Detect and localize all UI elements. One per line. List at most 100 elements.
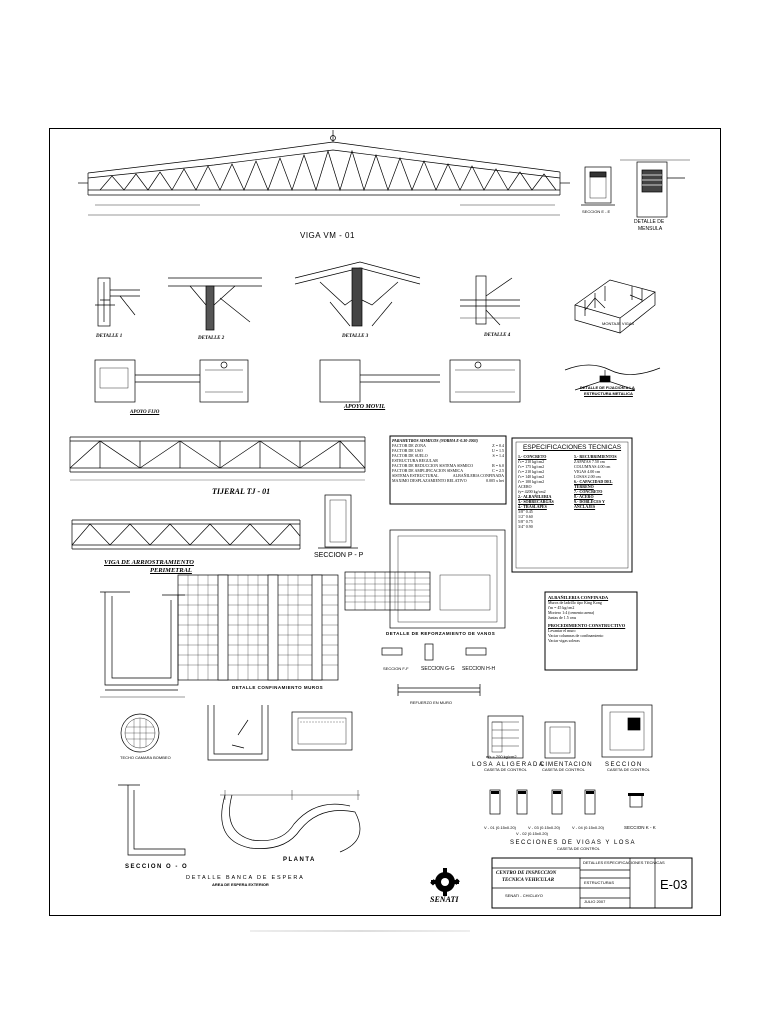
parametro-row: MAXIMO DESPLAZAMIENTO RELATIVO 0.005 x he… xyxy=(392,478,504,483)
especificacion-item: f'c= 175 kg/cm2 xyxy=(518,464,545,469)
label-secciones-caseta: CASETA DE CONTROL xyxy=(557,846,600,851)
label-seccion-pp: SECCION P - P xyxy=(314,552,364,559)
especificacion-item: 3.- SOBRECARGAS xyxy=(518,499,554,504)
albanileria-line: Juntas de 1.5 cms xyxy=(548,615,577,620)
especificacion-item: 1.- CONCRETO xyxy=(518,454,547,459)
albanileria-confinada: ALBAÑILERIA CONFINADA Muros de ladrillo … xyxy=(548,595,634,643)
parametros-title: PARAMETROS SISMICOS (NORMA E-0.30-2003) xyxy=(392,438,478,443)
detalle-2 xyxy=(168,277,262,331)
parametro-name: FACTOR DE REDUCCION SISTEMA SISMICO xyxy=(392,463,474,468)
montaje-vigas xyxy=(574,279,656,334)
label-seccion-gg: SECCION G-G xyxy=(421,666,455,672)
parametro-value: S = 1.4 xyxy=(492,453,504,458)
parametro-name: FACTOR DE ZONA xyxy=(392,443,426,448)
label-detalle-2: DETALLE 2 xyxy=(198,336,225,341)
losa-aligerada xyxy=(487,715,524,759)
reforzamiento-vanos xyxy=(344,529,506,629)
label-seccion-ff: SECCION F-F xyxy=(383,666,409,671)
apoyo-fijo xyxy=(94,359,249,403)
label-v03: V - 03 (0.15x0.20) xyxy=(528,825,561,830)
parametro-name: FACTOR DE AMPLIFICACION SISMICA xyxy=(392,468,464,473)
parametro-value: 0.005 x hei xyxy=(486,478,504,483)
label-apoyo-fijo: APOYO FIJO xyxy=(130,410,160,415)
parametros-sismicos: PARAMETROS SISMICOS (NORMA E-0.30-2003) … xyxy=(392,438,504,483)
title-especialidad: ESTRUCTURAS xyxy=(584,880,615,885)
label-detalle-3: DETALLE 3 xyxy=(342,334,369,339)
cimentacion xyxy=(544,721,576,759)
planta-banca xyxy=(220,790,361,853)
especificacion-item: f'c= 210 kg/cm2 xyxy=(518,469,545,474)
label-montaje-vigas: MONTAJE VIGAS xyxy=(602,321,635,326)
especificacion-item: COLUMNAS 4.00 cm xyxy=(574,464,611,469)
sheet-number: E-03 xyxy=(660,877,688,892)
especificacion-item: ACERO xyxy=(518,484,532,489)
procedimiento-line: Vaciar columnas de confinamiento xyxy=(548,633,604,638)
camara-bombeo xyxy=(100,591,185,698)
especificacion-item: 8.- ACERO xyxy=(574,494,594,499)
label-mensula: MENSULA xyxy=(638,226,663,232)
especificacion-item: 5/8" 0.75 xyxy=(518,519,533,524)
procedimiento-title: PROCEDIMIENTO CONSTRUCTIVO xyxy=(548,623,626,628)
confinamiento-muros xyxy=(177,574,339,681)
label-seccion: SECCION xyxy=(605,762,643,768)
label-losa-aligerada: LOSA ALIGERADA xyxy=(472,762,545,768)
procedimiento-line: Levantar el muro xyxy=(548,628,576,633)
especificacion-item: 2.- ALBAÑILERIA xyxy=(518,494,552,499)
label-v04: V - 04 (0.15x0.20) xyxy=(572,825,605,830)
parametro-name: MAXIMO DESPLAZAMIENTO RELATIVO xyxy=(392,478,467,483)
especificacion-item: 4.- TRASLAPES xyxy=(518,504,547,509)
especificaciones-title: ESPECIFICACIONES TECNICAS xyxy=(522,444,622,451)
albanileria-line: f'm = 45 kg/cm2 xyxy=(548,605,575,610)
label-planta: PLANTA xyxy=(283,857,316,863)
label-reforzamiento: DETALLE DE REFORZAMIENTO DE VANOS xyxy=(386,631,496,636)
label-seccion-oo: SECCION O - O xyxy=(125,864,189,870)
label-perimetral: PERIMETRAL xyxy=(150,567,192,574)
u-section xyxy=(207,705,269,761)
parametro-row: FACTOR DE USO U = 1.5 xyxy=(392,448,504,453)
especificacion-item: f'c= 210 kg/cm2 xyxy=(518,459,545,464)
truss-vm01 xyxy=(78,130,570,216)
secciones-fgh xyxy=(381,643,487,696)
label-cim-caseta: CASETA DE CONTROL xyxy=(542,767,585,772)
especificacion-item: ZAPATAS 7.50 cm xyxy=(574,459,605,464)
parametro-row: FACTOR DE AMPLIFICACION SISMICA C = 2.5 xyxy=(392,468,504,473)
label-seccion-e: SECCION E - E xyxy=(582,209,611,214)
parametro-value: Z = 0.4 xyxy=(492,443,504,448)
label-viga-vm01: VIGA VM - 01 xyxy=(300,231,355,240)
parametro-value: R = 6.0 xyxy=(492,463,504,468)
label-seccion-hh: SECCION H-H xyxy=(462,666,496,672)
albanileria-title: ALBAÑILERIA CONFINADA xyxy=(548,595,609,600)
especificacion-item: 5.- RECUBRIMIENTOS xyxy=(574,454,617,459)
label-confinamiento: DETALLE CONFINAMIENTO MUROS xyxy=(232,685,324,690)
label-fijacion-1: DETALLE DE FIJACION A LA xyxy=(580,385,635,390)
especificacion-item: LOSAS 2.00 cm xyxy=(574,474,601,479)
parametro-row: ESTRUCTURA REGULAR xyxy=(392,458,504,463)
parametro-value: U = 1.5 xyxy=(491,448,504,453)
especificacion-item: f'c= 140 kg/cm2 xyxy=(518,474,545,479)
detalle-3 xyxy=(294,261,421,327)
parametro-value: C = 2.5 xyxy=(492,468,504,473)
label-fijacion-2: ESTRUCTURA METALICA xyxy=(584,391,633,396)
label-detalle-banca: DETALLE BANCA DE ESPERA xyxy=(186,875,305,881)
label-techo-camara: TECHO CAMARA BOMBEO xyxy=(120,755,171,760)
label-detalle-1: DETALLE 1 xyxy=(96,334,123,339)
title-center-2: TECNICA VEHICULAR xyxy=(502,878,555,883)
especificacion-item: fy= 4200 kg/cm2 xyxy=(518,489,546,494)
albanileria-line: Muros de ladrillo tipo King Kong xyxy=(548,600,602,605)
especificacion-item: 9.- DOBLECES Y ANCLAJES xyxy=(574,499,605,509)
label-v01: V - 01 (0.15x0.20) xyxy=(484,825,517,830)
procedimiento-line: Vaciar vigas soleras xyxy=(548,638,580,643)
label-detalle-4: DETALLE 4 xyxy=(484,333,511,338)
especificacion-item: 3/8" 0.45 xyxy=(518,509,533,514)
label-detalle-mensula: DETALLE DE xyxy=(634,219,665,225)
plan-rect xyxy=(291,711,353,751)
viga-arriostramiento xyxy=(71,519,301,550)
parametro-name: SISTEMA ESTRUCTURAL xyxy=(392,473,439,478)
parametro-name: FACTOR DE USO xyxy=(392,448,423,453)
